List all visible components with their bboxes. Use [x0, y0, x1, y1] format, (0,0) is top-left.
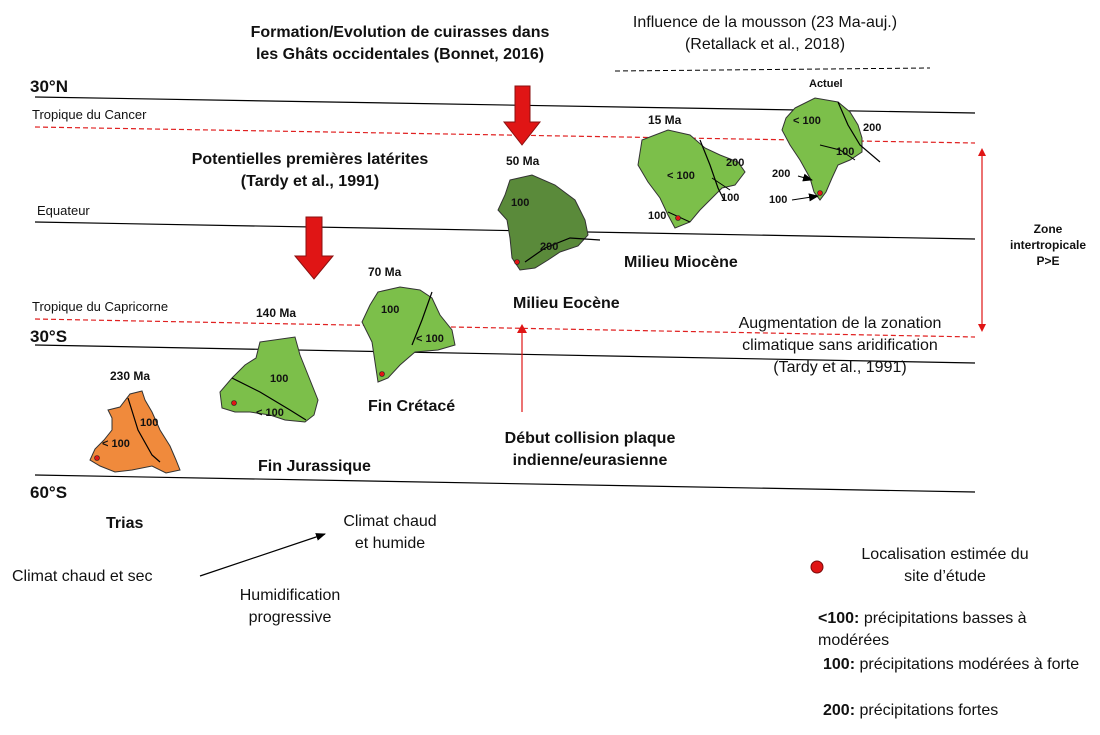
tropic-cancer-line — [34, 126, 976, 144]
legend-key-lt100: <100: — [818, 610, 860, 627]
label-30s: 30°S — [30, 327, 68, 346]
zone-line1: Zone — [1033, 222, 1063, 236]
site-dot-present — [817, 190, 823, 196]
age-cretaceous: 70 Ma — [368, 265, 402, 279]
landmass-trias — [89, 390, 181, 474]
legend-site-dot — [810, 560, 824, 574]
precip-eoc-100: 100 — [511, 197, 530, 209]
lat-line-30s — [34, 344, 976, 364]
precip-eoc-200: 200 — [540, 241, 559, 253]
precip-trias-100: 100 — [140, 417, 159, 429]
header-laterites-line1: Potentielles premières latérites — [191, 151, 429, 168]
label-equator: Equateur — [37, 203, 90, 218]
age-eocene: 50 Ma — [506, 154, 540, 168]
tropic-capricorn-line — [34, 318, 976, 338]
precip-act-100a: 100 — [836, 146, 855, 158]
climate-prog-line2: progressive — [248, 609, 332, 626]
legend-value-100: précipitations modérées à forte — [855, 656, 1080, 673]
legend-site: Localisation estimée du site d’étude — [830, 544, 1060, 588]
period-miocene: Milieu Miocène — [624, 254, 738, 271]
precip-mio-100b: 100 — [648, 210, 667, 222]
zone-line2: intertropicale — [1009, 238, 1087, 252]
header-mousson: Influence de la mousson (23 Ma-auj.) (Re… — [595, 12, 935, 56]
climate-arrow — [199, 533, 326, 577]
period-jurassic: Fin Jurassique — [258, 458, 371, 475]
age-miocene: 15 Ma — [648, 113, 682, 127]
red-arrow-cuirasses — [502, 85, 542, 146]
site-dot-cretaceous — [379, 371, 385, 377]
header-zonation: Augmentation de la zonation climatique s… — [690, 313, 990, 379]
age-trias: 230 Ma — [110, 369, 151, 383]
landmass-present — [781, 97, 881, 202]
legend-value-lt100: précipitations basses à modérées — [818, 610, 1027, 649]
period-cretaceous: Fin Crétacé — [368, 398, 456, 415]
legend-site-line1: Localisation estimée du — [861, 546, 1029, 563]
zone-line3: P>E — [1036, 254, 1060, 268]
precip-mio-lt100: < 100 — [667, 170, 695, 182]
precip-act-200b: 200 — [772, 168, 791, 180]
precip-cre-100: 100 — [381, 304, 400, 316]
label-tropic-capricorn: Tropique du Capricorne — [32, 299, 169, 314]
precip-act-lt100: < 100 — [793, 115, 821, 127]
landmass-cretaceous — [361, 286, 456, 383]
mousson-separator — [614, 67, 931, 72]
climate-humid-line1: Climat chaud — [343, 513, 437, 530]
header-collision-line1: Début collision plaque — [504, 430, 676, 447]
site-dot-eocene — [514, 259, 520, 265]
collision-arrow-head — [517, 324, 527, 333]
landmass-miocene — [637, 129, 746, 229]
legend-value-200: précipitations fortes — [855, 702, 999, 719]
precip-mio-100a: 100 — [721, 192, 740, 204]
header-collision: Début collision plaque indienne/eurasien… — [440, 428, 740, 472]
period-eocene: Milieu Eocène — [513, 295, 620, 312]
header-laterites-line2: (Tardy et al., 1991) — [240, 173, 380, 190]
period-trias: Trias — [106, 515, 144, 532]
legend-precip-mid: 100: précipitations modérées à forte — [823, 654, 1098, 676]
legend-precip-high: 200: précipitations fortes — [823, 700, 1098, 722]
precip-act-100b: 100 — [769, 194, 788, 206]
precip-act-200a: 200 — [863, 122, 882, 134]
red-arrow-laterites — [293, 216, 335, 280]
label-tropic-cancer: Tropique du Cancer — [32, 107, 147, 122]
intertropical-arrow-top — [978, 148, 986, 156]
climate-humid-line2: et humide — [354, 535, 426, 552]
header-cuirasses-line2: les Ghâts occidentales (Bonnet, 2016) — [255, 46, 545, 63]
precip-cre-lt100: < 100 — [416, 333, 444, 345]
label-30n: 30°N — [30, 77, 68, 96]
header-cuirasses: Formation/Evolution de cuirasses dans le… — [210, 22, 590, 66]
legend-site-line2: site d’étude — [904, 568, 986, 585]
age-jurassic: 140 Ma — [256, 306, 297, 320]
site-dot-jurassic — [231, 400, 237, 406]
legend-key-100: 100: — [823, 656, 856, 673]
header-cuirasses-line1: Formation/Evolution de cuirasses dans — [250, 24, 550, 41]
legend-key-200: 200: — [823, 702, 856, 719]
landmass-eocene — [497, 174, 601, 271]
header-mousson-line2: (Retallack et al., 2018) — [684, 36, 846, 53]
precip-jur-lt100: < 100 — [256, 407, 284, 419]
header-zonation-line3: (Tardy et al., 1991) — [773, 359, 907, 376]
header-collision-line2: indienne/eurasienne — [512, 452, 668, 469]
site-dot-trias — [94, 455, 100, 461]
intertropical-arrow-bottom — [978, 324, 986, 332]
header-laterites: Potentielles premières latérites (Tardy … — [140, 149, 480, 193]
climate-dry: Climat chaud et sec — [12, 568, 153, 585]
zone-intertropicale: Zone intertropicale P>E — [1000, 221, 1096, 269]
label-60s: 60°S — [30, 483, 68, 502]
landmass-jurassic — [219, 336, 319, 423]
header-mousson-line1: Influence de la mousson (23 Ma-auj.) — [632, 14, 898, 31]
header-zonation-line1: Augmentation de la zonation — [738, 315, 942, 332]
precip-jur-100: 100 — [270, 373, 289, 385]
age-present: Actuel — [809, 78, 843, 90]
header-zonation-line2: climatique sans aridification — [742, 337, 938, 354]
climate-progressive: Humidification progressive — [215, 585, 365, 629]
climate-humid: Climat chaud et humide — [330, 511, 450, 555]
legend-precip-low: <100: précipitations basses à modérées — [818, 608, 1098, 652]
lat-line-60s — [34, 474, 976, 493]
climate-prog-line1: Humidification — [239, 587, 341, 604]
precip-trias-lt100: < 100 — [102, 438, 130, 450]
site-dot-miocene — [675, 215, 681, 221]
equator-line — [34, 221, 976, 240]
precip-mio-200: 200 — [726, 157, 745, 169]
